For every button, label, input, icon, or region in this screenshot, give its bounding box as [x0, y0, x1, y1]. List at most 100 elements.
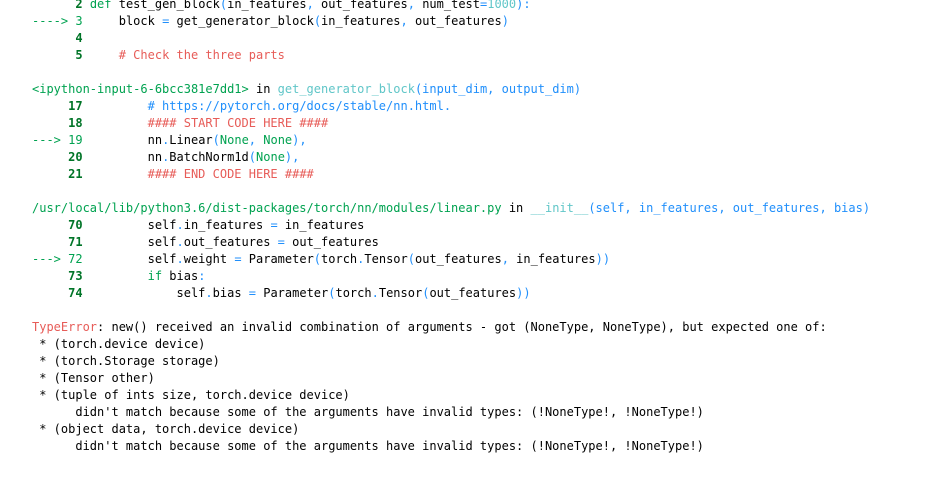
code-token: ( — [422, 286, 430, 300]
code-token: weight — [183, 252, 235, 266]
code-token: 74 — [68, 286, 83, 300]
code-token: 19 — [68, 133, 83, 147]
code-token: self — [82, 286, 206, 300]
code-token — [32, 235, 68, 249]
code-token: /usr/local/lib/python3.6/dist-packages/t… — [32, 201, 502, 215]
code-token: Linear — [169, 133, 213, 147]
code-token — [83, 48, 119, 62]
traceback-line: 74 self.bias = Parameter(torch.Tensor(ou… — [32, 285, 870, 302]
code-token: torch — [335, 286, 372, 300]
code-token: didn't match because some of the argumen… — [32, 405, 704, 419]
traceback-line: 2 def test_gen_block(in_features, out_fe… — [32, 0, 870, 13]
code-token: 18 — [68, 116, 83, 130]
code-token: Tensor — [364, 252, 408, 266]
code-token: nn — [82, 133, 163, 147]
code-token: test_gen_block — [111, 0, 220, 11]
traceback-line: 4 — [32, 30, 870, 47]
code-token: out_features — [414, 14, 502, 28]
code-token: ), — [292, 133, 307, 147]
traceback-line: 70 self.in_features = in_features — [32, 217, 870, 234]
code-token: bias — [162, 269, 199, 283]
code-token: None — [256, 150, 285, 164]
traceback-line: 18 #### START CODE HERE #### — [32, 115, 870, 132]
traceback-line: 20 nn.BatchNorm1d(None), — [32, 149, 870, 166]
code-token: bias — [212, 286, 249, 300]
code-token — [83, 269, 148, 283]
code-token: TypeError — [32, 320, 98, 334]
error-traceback-output: 2 def test_gen_block(in_features, out_fe… — [16, 0, 870, 455]
code-token: 73 — [68, 269, 83, 283]
code-token: 5 — [75, 48, 83, 62]
code-token: out_features — [414, 252, 502, 266]
traceback-line: 17 # https://pytorch.org/docs/stable/nn.… — [32, 98, 870, 115]
traceback-line: didn't match because some of the argumen… — [32, 404, 870, 421]
traceback-line: TypeError: new() received an invalid com… — [32, 319, 870, 336]
code-token: 17 — [68, 99, 83, 113]
code-token: . — [162, 133, 170, 147]
traceback-line: ----> 3 block = get_generator_block(in_f… — [32, 13, 870, 30]
code-token: ( — [407, 252, 415, 266]
code-token: out_features — [183, 235, 278, 249]
code-token: self — [82, 252, 177, 266]
code-token: , — [306, 0, 322, 11]
code-token: __init__ — [530, 201, 589, 215]
traceback-line: /usr/local/lib/python3.6/dist-packages/t… — [32, 200, 870, 217]
code-token: self — [82, 218, 177, 232]
code-token: : new() received an invalid combination … — [97, 320, 827, 334]
code-token: ( — [212, 133, 220, 147]
code-token: 4 — [75, 31, 83, 45]
code-token: . — [357, 252, 365, 266]
code-token: BatchNorm1d — [169, 150, 249, 164]
code-token — [32, 31, 75, 45]
code-token: ---> — [32, 133, 69, 147]
code-token: . — [205, 286, 213, 300]
code-token: None — [263, 133, 293, 147]
code-token: * (torch.device device) — [32, 337, 206, 351]
code-token: = — [270, 218, 278, 232]
code-token: = — [248, 286, 256, 300]
code-token — [32, 48, 75, 62]
code-token: in_features — [227, 0, 307, 11]
traceback-line: 71 self.out_features = out_features — [32, 234, 870, 251]
code-token: # https://pytorch.org/docs/stable/nn.htm… — [147, 99, 452, 113]
code-token: 21 — [68, 167, 83, 181]
traceback-line — [32, 302, 870, 319]
code-token: nn — [82, 150, 163, 164]
traceback-line: didn't match because some of the argumen… — [32, 438, 870, 455]
code-token: in — [501, 201, 531, 215]
code-token: , — [501, 252, 517, 266]
code-token: Parameter — [256, 286, 329, 300]
code-token: out_features — [429, 286, 517, 300]
code-token: ( — [313, 252, 322, 266]
code-token: #### END CODE HERE #### — [147, 167, 314, 181]
code-token: . — [176, 235, 184, 249]
code-token: ( — [219, 0, 228, 11]
code-token: out_features — [321, 0, 408, 11]
code-token: #### START CODE HERE #### — [147, 116, 329, 130]
code-token: ): — [516, 0, 531, 11]
code-token — [32, 150, 68, 164]
code-token: (input_dim, output_dim) — [414, 82, 582, 96]
traceback-line: * (Tensor other) — [32, 370, 870, 387]
code-token — [32, 286, 68, 300]
traceback-line: ---> 72 self.weight = Parameter(torch.Te… — [32, 251, 870, 268]
code-token: get_generator_block — [169, 14, 314, 28]
code-token: ) — [501, 14, 509, 28]
code-token: , — [400, 14, 415, 28]
code-token: out_features — [284, 235, 379, 249]
code-token: = — [277, 235, 285, 249]
code-token — [83, 167, 148, 181]
code-token: in — [248, 82, 278, 96]
code-token — [32, 218, 68, 232]
code-token — [32, 269, 68, 283]
code-token: . — [176, 252, 184, 266]
code-token: get_generator_block — [277, 82, 415, 96]
code-token: # Check the three parts — [118, 48, 285, 62]
traceback-line: * (torch.device device) — [32, 336, 870, 353]
code-token: def — [82, 0, 112, 11]
code-token: 72 — [68, 252, 83, 266]
code-token: in_features — [321, 14, 401, 28]
code-token: * (tuple of ints size, torch.device devi… — [32, 388, 350, 402]
code-token: (self, in_features, out_features, bias) — [588, 201, 871, 215]
code-token: * (torch.Storage storage) — [32, 354, 220, 368]
